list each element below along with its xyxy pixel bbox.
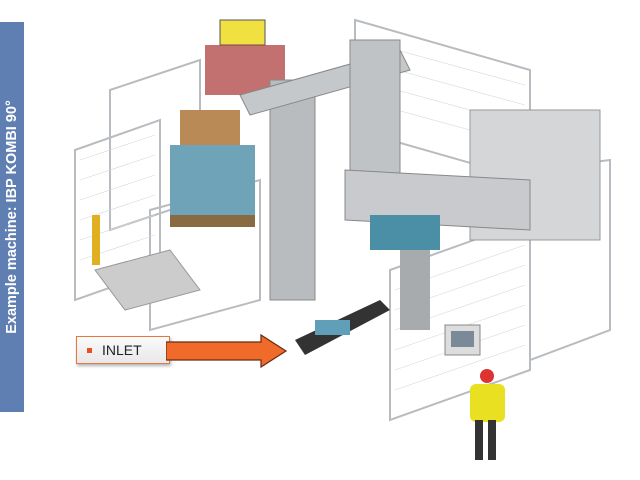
- slide-title: Example machine: IBP KOMBI 90°: [4, 100, 20, 334]
- bullet-icon: [87, 347, 92, 353]
- inlet-callout: INLET: [76, 336, 170, 364]
- slide-title-bar: Example machine: IBP KOMBI 90°: [0, 22, 24, 412]
- inlet-label: INLET: [102, 342, 142, 358]
- machine-illustration: [74, 18, 611, 460]
- arrow-right-icon: [166, 333, 288, 369]
